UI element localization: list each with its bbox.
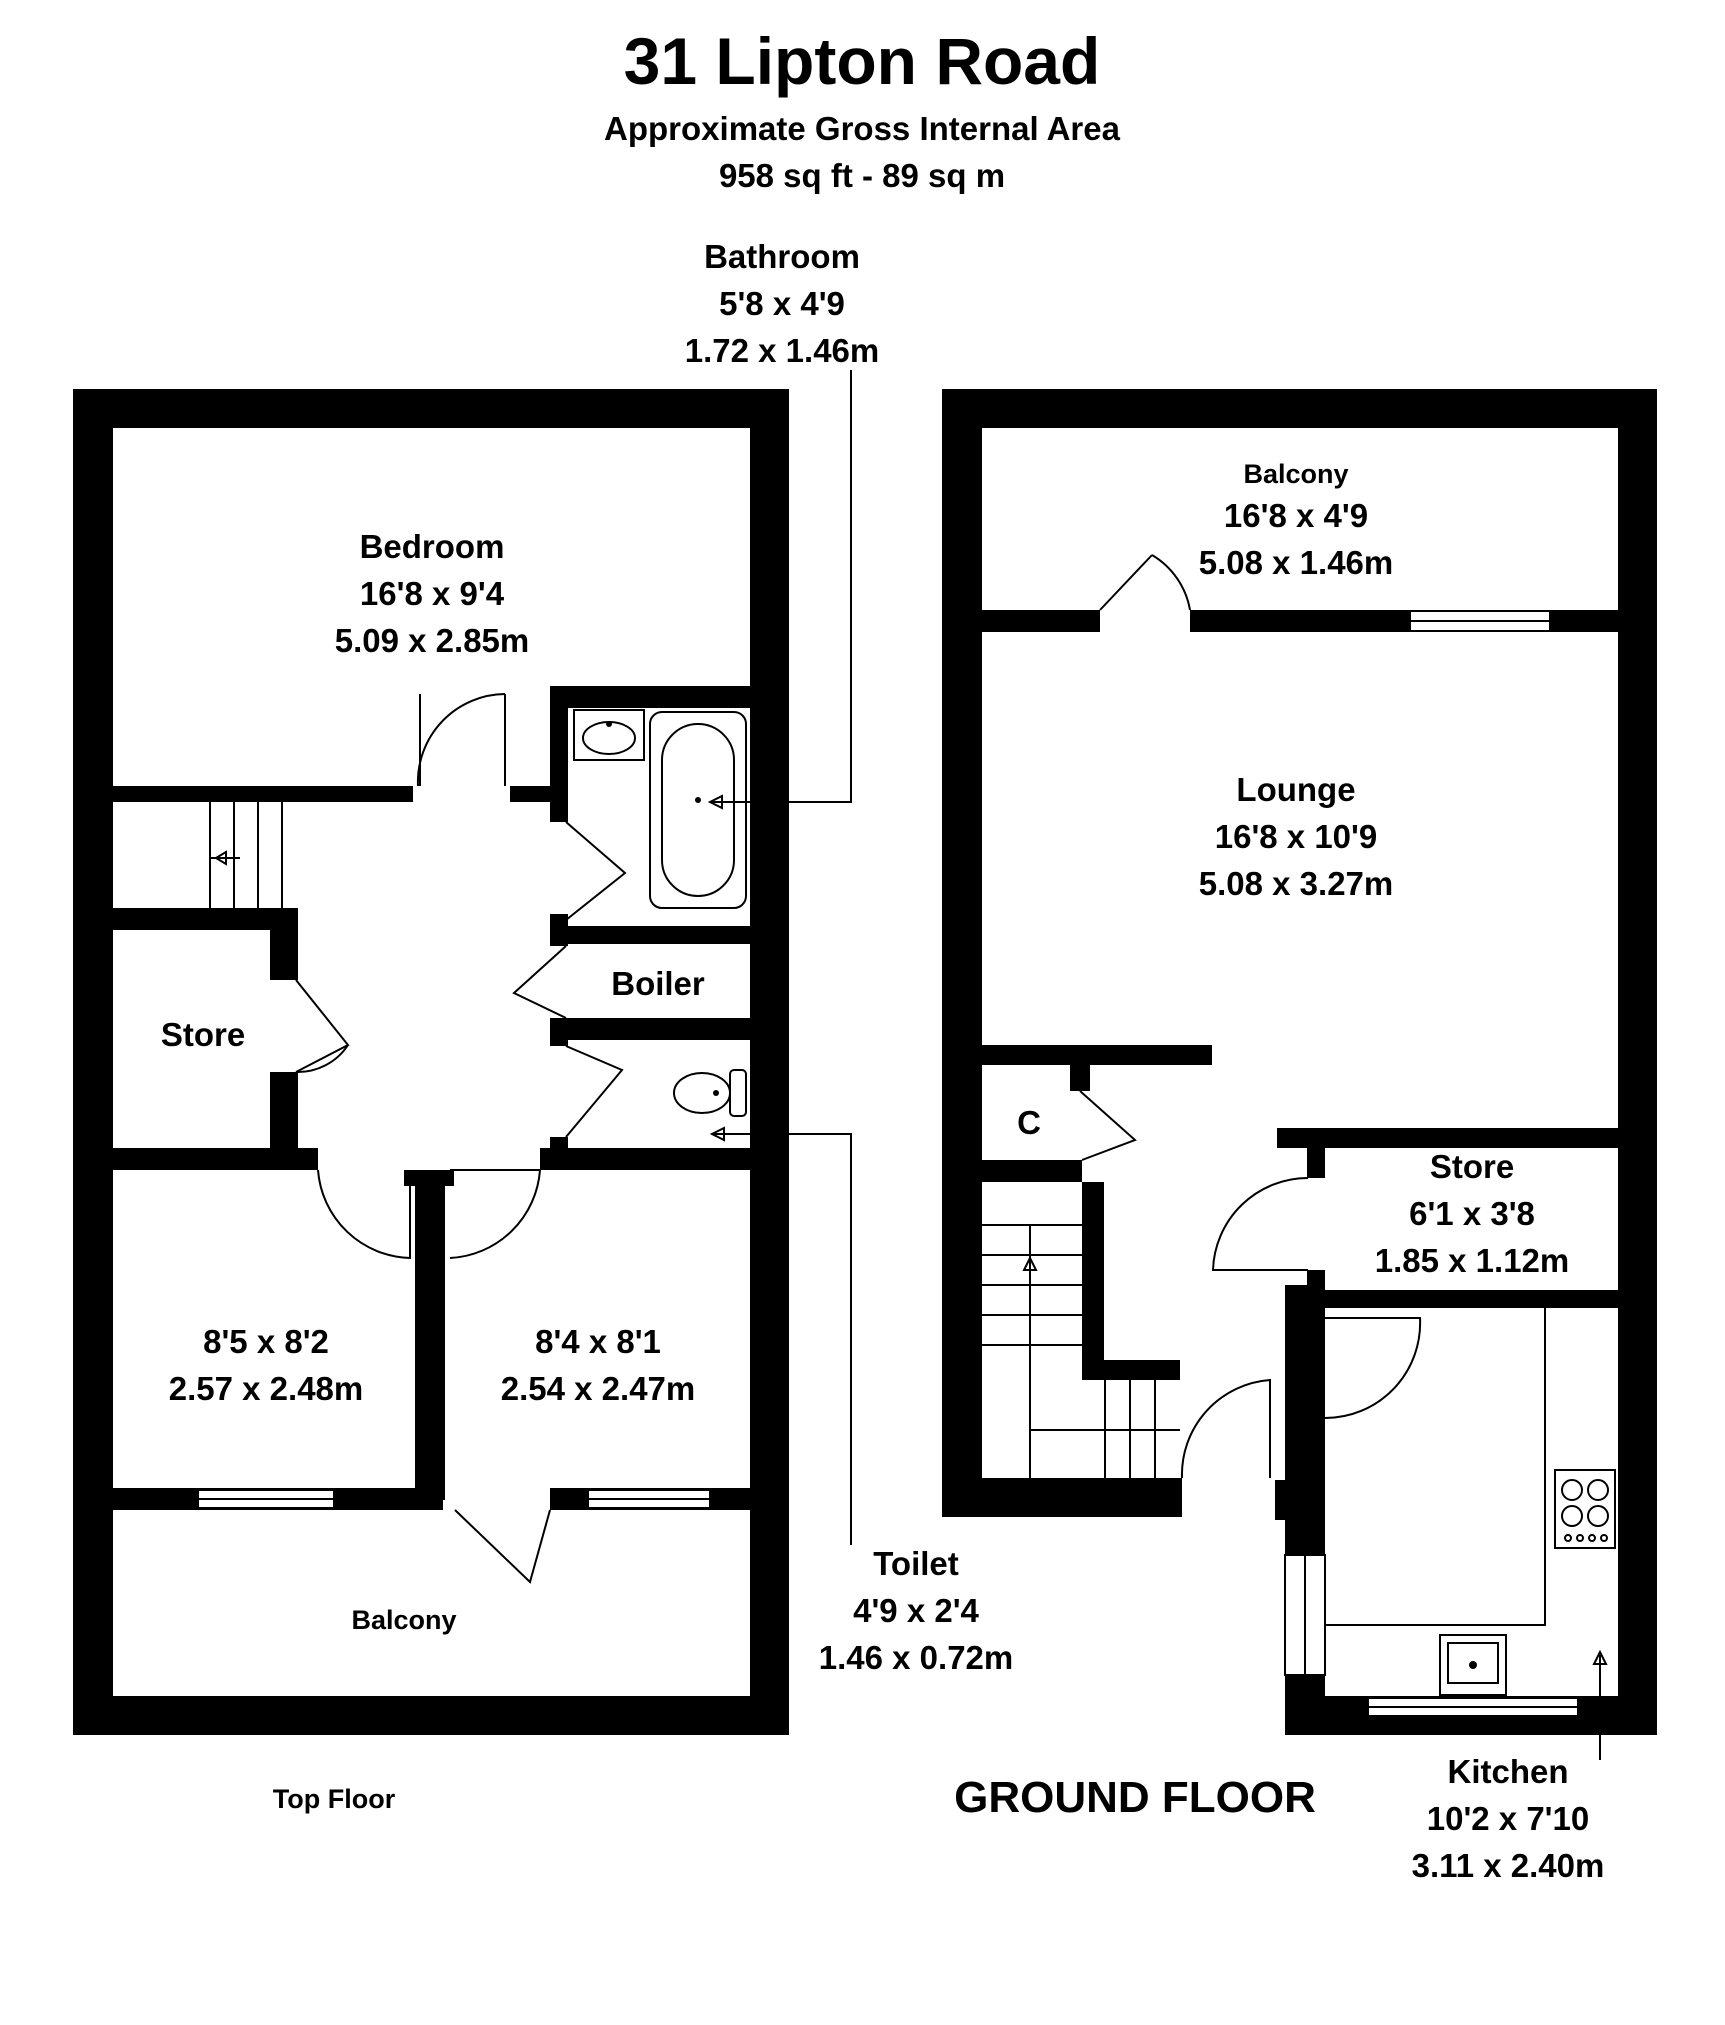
ground-store-size-metric: 1.85 x 1.12m [1375, 1242, 1570, 1279]
bedroom2-size-imperial: 8'5 x 8'2 [203, 1323, 329, 1360]
toilet-name: Toilet [873, 1545, 959, 1582]
top-balcony-name: Balcony [351, 1605, 456, 1635]
ground-floor-outer-wall [942, 389, 1657, 428]
bedroom-name: Bedroom [360, 528, 505, 565]
bathroom-size-metric: 1.72 x 1.46m [685, 332, 880, 369]
ground-floor-label: GROUND FLOOR [954, 1773, 1316, 1822]
toilet-size-metric: 1.46 x 0.72m [819, 1639, 1014, 1676]
toilet-leader [712, 1133, 852, 1545]
lounge-size-metric: 5.08 x 3.27m [1199, 865, 1394, 902]
bedroom3-size-imperial: 8'4 x 8'1 [535, 1323, 661, 1360]
bathroom-leader [710, 370, 852, 803]
cupboard-name: C [1017, 1104, 1041, 1141]
plan-title: 31 Lipton Road [624, 24, 1101, 98]
kitchen-sink-icon [1439, 1634, 1507, 1696]
lounge-name: Lounge [1236, 771, 1355, 808]
ground-balcony-size-imperial: 16'8 x 4'9 [1224, 497, 1368, 534]
hob-icon [1554, 1469, 1616, 1549]
ground-floor-plan: Balcony 16'8 x 4'9 5.08 x 1.46m Lounge 1… [942, 389, 1657, 1884]
plan-subtitle: Approximate Gross Internal Area [604, 110, 1121, 147]
bathtub-icon [649, 711, 747, 909]
bathroom-size-imperial: 5'8 x 4'9 [719, 285, 845, 322]
bedroom2-size-metric: 2.57 x 2.48m [169, 1370, 364, 1407]
bedroom-size-imperial: 16'8 x 9'4 [360, 575, 505, 612]
toilet-size-imperial: 4'9 x 2'4 [853, 1592, 979, 1629]
kitchen-name: Kitchen [1447, 1753, 1568, 1790]
bedroom-size-metric: 5.09 x 2.85m [335, 622, 530, 659]
kitchen-size-metric: 3.11 x 2.40m [1412, 1847, 1605, 1884]
toilet-icon [673, 1069, 747, 1117]
stairs-top [209, 802, 283, 908]
lounge-size-imperial: 16'8 x 10'9 [1215, 818, 1378, 855]
bedroom-wall [113, 786, 413, 802]
stairs-ground [982, 1224, 1180, 1478]
top-floor-plan: Bathroom 5'8 x 4'9 1.72 x 1.46m Bedroom … [73, 238, 1013, 1814]
boiler-name: Boiler [611, 965, 705, 1002]
kitchen-size-imperial: 10'2 x 7'10 [1427, 1800, 1590, 1837]
ground-store-name: Store [1430, 1148, 1514, 1185]
plan-area: 958 sq ft - 89 sq m [719, 157, 1005, 194]
bedroom3-size-metric: 2.54 x 2.47m [501, 1370, 696, 1407]
ground-balcony-size-metric: 5.08 x 1.46m [1199, 544, 1394, 581]
top-floor-label: Top Floor [273, 1784, 396, 1814]
bathroom-sink-icon [573, 709, 645, 761]
ground-balcony-name: Balcony [1243, 459, 1348, 489]
store-name: Store [161, 1016, 245, 1053]
top-floor-outer-wall [73, 389, 789, 428]
ground-store-size-imperial: 6'1 x 3'8 [1409, 1195, 1535, 1232]
bathroom-name: Bathroom [704, 238, 860, 275]
